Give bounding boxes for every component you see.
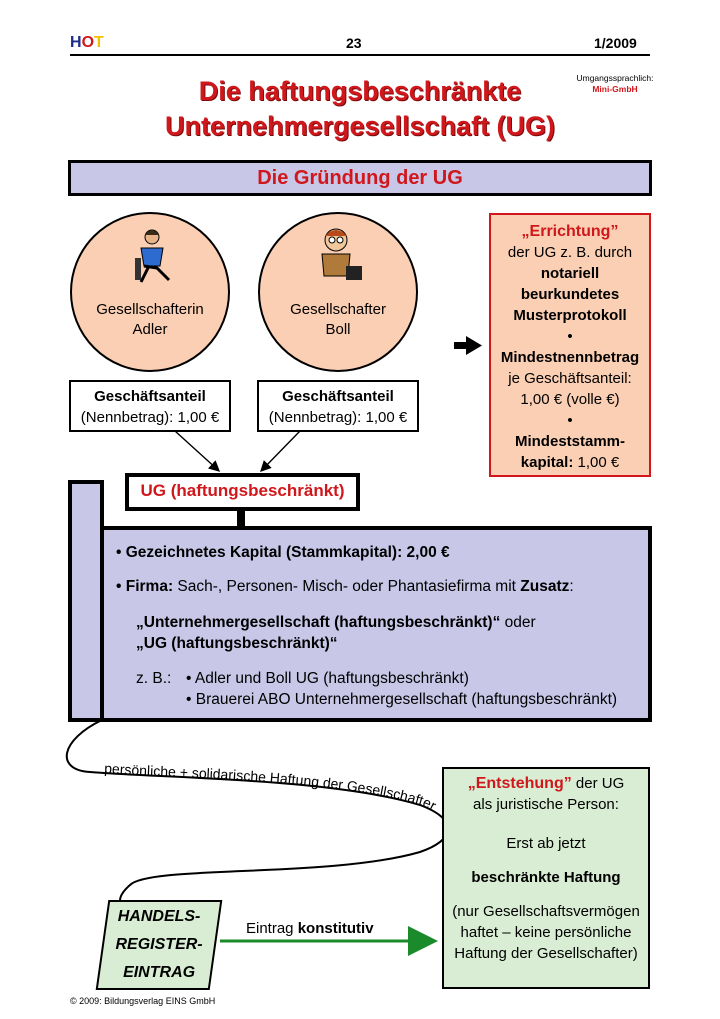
share-box-boll: Geschäftsanteil (Nennbetrag): 1,00 € xyxy=(257,380,419,432)
partner-circle-adler: Gesellschafterin Adler xyxy=(70,212,230,372)
entstehung-heading: „Entstehung” xyxy=(467,775,572,792)
note-mini-gmbh: Mini-GmbH xyxy=(592,84,638,94)
entstehung-line-6: haftet – keine persönliche xyxy=(460,924,632,941)
errichtung-heading: „Errichtung” xyxy=(521,223,619,240)
zusatz-or: oder xyxy=(500,614,536,631)
firma-line: • Firma: Sach-, Personen- Misch- oder Ph… xyxy=(116,576,574,597)
kapital-label: • Gezeichnetes Kapital (Stammkapital): xyxy=(116,544,403,561)
logo-letter-h: H xyxy=(70,34,82,51)
kapital-value: 2,00 € xyxy=(406,544,450,561)
note-label: Umgangssprachlich: xyxy=(576,73,654,83)
errichtung-line-1: der UG z. B. durch xyxy=(507,244,633,261)
partner-adler-name: Adler xyxy=(132,321,168,338)
zusatz-line-1: „Unternehmergesellschaft (haftungsbeschr… xyxy=(136,612,536,633)
logo-letter-o: O xyxy=(81,34,95,51)
entstehung-line-7: Haftung der Gesellschafter) xyxy=(454,945,638,962)
eintrag-label: Eintrag konstitutiv xyxy=(246,920,374,937)
handelsregister-box: HANDELS- REGISTER- EINTRAG xyxy=(95,900,223,990)
eintrag-word: Eintrag xyxy=(246,920,298,937)
businessman-icon xyxy=(321,228,362,280)
arrow-adler-to-ug xyxy=(174,430,221,472)
partner-circle-boll: Gesellschafter Boll xyxy=(258,212,418,372)
errichtung-kapital-label: kapital: xyxy=(520,454,574,471)
partner-adler-role: Gesellschafterin xyxy=(96,301,204,318)
entstehung-heading-rest: der UG xyxy=(571,775,625,792)
firma-zusatz: Zusatz xyxy=(520,578,570,595)
page-title: Die haftungsbeschränkte Unternehmergesel… xyxy=(0,74,720,144)
title-line-1: Die haftungsbeschränkte xyxy=(198,76,522,106)
ug-label-box: UG (haftungsbeschränkt) xyxy=(125,473,360,511)
eintrag-konstitutiv: konstitutiv xyxy=(297,920,374,937)
zusatz-option-1: „Unternehmergesellschaft (haftungsbeschr… xyxy=(136,614,501,631)
partner-boll-role: Gesellschafter xyxy=(290,301,386,318)
liability-curve-label: persönliche + solidarische Haftung der G… xyxy=(104,760,440,814)
zusatz-option-2: „UG (haftungsbeschränkt)“ xyxy=(136,635,338,652)
page-number: 23 xyxy=(346,35,362,51)
share-boll-value: (Nennbetrag): 1,00 € xyxy=(268,409,408,426)
ug-details-box: • Gezeichnetes Kapital (Stammkapital): 2… xyxy=(100,526,652,722)
share-adler-title: Geschäftsanteil xyxy=(94,388,206,405)
share-adler-value: (Nennbetrag): 1,00 € xyxy=(80,409,220,426)
hot-logo: HOT xyxy=(70,34,104,52)
firma-label: • Firma: xyxy=(116,578,174,595)
errichtung-line-6: je Geschäftsanteil: xyxy=(508,370,632,387)
errichtung-line-8: Mindeststamm- xyxy=(514,433,626,450)
copyright-footer: © 2009: Bildungsverlag EINS GmbH xyxy=(70,996,216,1006)
handelsregister-line-3: EINTRAG xyxy=(123,964,196,981)
liability-curve xyxy=(65,719,450,911)
example-2: • Brauerei ABO Unternehmergesellschaft (… xyxy=(186,691,618,708)
errichtung-line-5: Mindestnennbetrag xyxy=(500,349,640,366)
errichtung-bullet-1: • xyxy=(567,328,573,345)
errichtung-line-9: kapital: 1,00 € xyxy=(491,452,649,473)
errichtung-line-2: notariell xyxy=(540,265,600,282)
title-line-2: Unternehmergesellschaft (UG) xyxy=(164,111,556,141)
section-banner: Die Gründung der UG xyxy=(68,160,652,196)
share-box-adler: Geschäftsanteil (Nennbetrag): 1,00 € xyxy=(69,380,231,432)
handelsregister-line-2: REGISTER- xyxy=(115,936,203,953)
errichtung-line-4: Musterprotokoll xyxy=(513,307,627,324)
entstehung-line-2: als juristische Person: xyxy=(473,796,619,813)
arrow-boll-to-ug xyxy=(260,430,301,473)
entstehung-line-5: (nur Gesellschaftsvermögen xyxy=(452,903,640,920)
share-boll-title: Geschäftsanteil xyxy=(282,388,394,405)
ug-pillar xyxy=(68,480,104,722)
errichtung-box: „Errichtung” der UG z. B. durch notariel… xyxy=(489,213,651,477)
handelsregister-line-1: HANDELS- xyxy=(117,908,201,925)
header-rule xyxy=(70,54,650,56)
ug-connector xyxy=(237,509,245,529)
issue-number: 1/2009 xyxy=(594,35,637,51)
kapital-line: • Gezeichnetes Kapital (Stammkapital): 2… xyxy=(116,542,450,563)
colloquial-note: Umgangssprachlich: Mini-GmbH xyxy=(570,73,660,95)
entstehung-line-3: Erst ab jetzt xyxy=(506,835,586,852)
businesswoman-icon xyxy=(135,229,171,283)
example-prefix: z. B.: xyxy=(136,670,172,687)
errichtung-kapital-value: 1,00 € xyxy=(573,454,620,471)
firma-colon: : xyxy=(569,578,574,595)
entstehung-line-1: „Entstehung” der UG xyxy=(444,773,648,794)
errichtung-line-3: beurkundetes xyxy=(520,286,620,303)
firma-text: Sach-, Personen- Misch- oder Phantasiefi… xyxy=(173,578,521,595)
example-1: • Adler und Boll UG (haftungsbeschränkt) xyxy=(186,670,469,687)
entstehung-line-4: beschränkte Haftung xyxy=(471,869,621,886)
entstehung-box: „Entstehung” der UG als juristische Pers… xyxy=(442,767,650,989)
logo-letter-t: T xyxy=(94,34,104,51)
errichtung-bullet-2: • xyxy=(567,412,573,429)
arrow-to-errichtung xyxy=(454,336,482,355)
partner-boll-name: Boll xyxy=(325,321,351,338)
errichtung-line-7: 1,00 € (volle €) xyxy=(520,391,620,408)
